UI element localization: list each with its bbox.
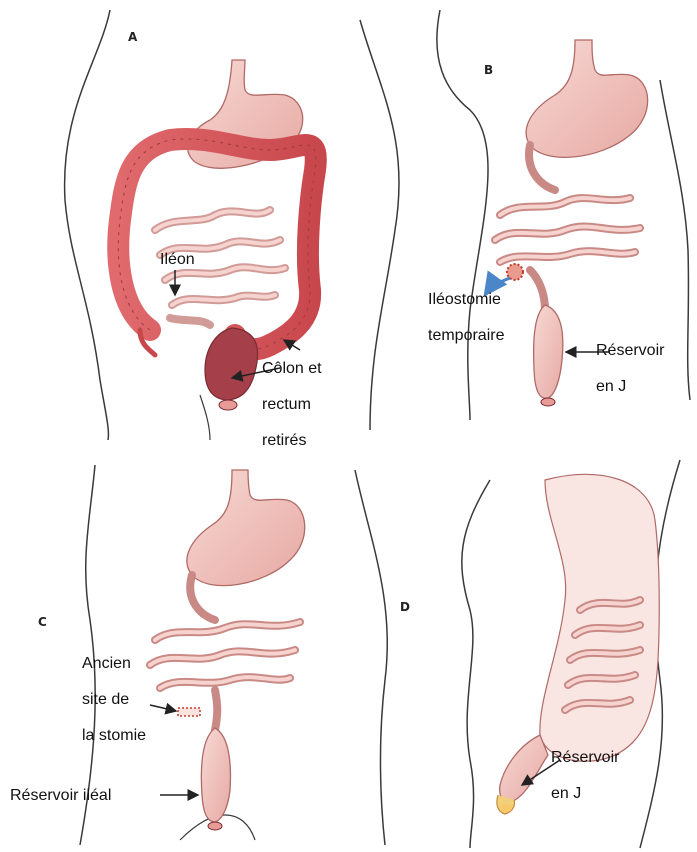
label-ileostomie-2: temporaire xyxy=(428,328,504,344)
label-reservoir-c: Réservoir iléal xyxy=(10,788,111,804)
label-reservoir-b-2: en J xyxy=(596,379,626,395)
j-pouch-d xyxy=(500,735,548,802)
label-colon-1: Côlon et xyxy=(262,361,322,377)
ileal-pouch-c xyxy=(201,728,230,822)
body-outline-b-left xyxy=(437,10,488,420)
label-reservoir-d-1: Réservoir xyxy=(551,750,619,766)
label-colon-2: rectum xyxy=(262,397,311,413)
label-ancien-2: site de xyxy=(82,692,129,708)
body-outline-b-right xyxy=(660,80,690,400)
label-reservoir-b-1: Réservoir xyxy=(596,343,664,359)
label-ancien-1: Ancien xyxy=(82,656,131,672)
body-outline-a xyxy=(65,10,110,440)
rectum-a xyxy=(205,328,258,400)
body-outline-a-right xyxy=(360,20,399,430)
label-reservoir-d-2: en J xyxy=(551,786,581,802)
stomach-c xyxy=(187,470,305,586)
body-outline-d-left xyxy=(462,480,490,848)
old-stoma-site-c xyxy=(178,708,200,716)
label-ileostomie-1: Iléostomie xyxy=(428,292,501,308)
panel-label-d: D xyxy=(400,600,410,614)
label-colon-3: retirés xyxy=(262,433,306,449)
arrow-old-stoma xyxy=(150,705,176,711)
label-ileon: Iléon xyxy=(160,252,195,268)
j-pouch-b xyxy=(534,305,563,398)
blue-arrow xyxy=(487,278,510,292)
stomach-b xyxy=(526,40,647,157)
panel-label-a: A xyxy=(128,30,137,44)
body-outline-c-right xyxy=(355,470,387,845)
label-ancien-3: la stomie xyxy=(82,728,146,744)
abdomen-d xyxy=(540,474,659,761)
panel-label-c: C xyxy=(38,615,47,629)
panel-a xyxy=(65,10,399,440)
panel-label-b: B xyxy=(484,63,493,77)
